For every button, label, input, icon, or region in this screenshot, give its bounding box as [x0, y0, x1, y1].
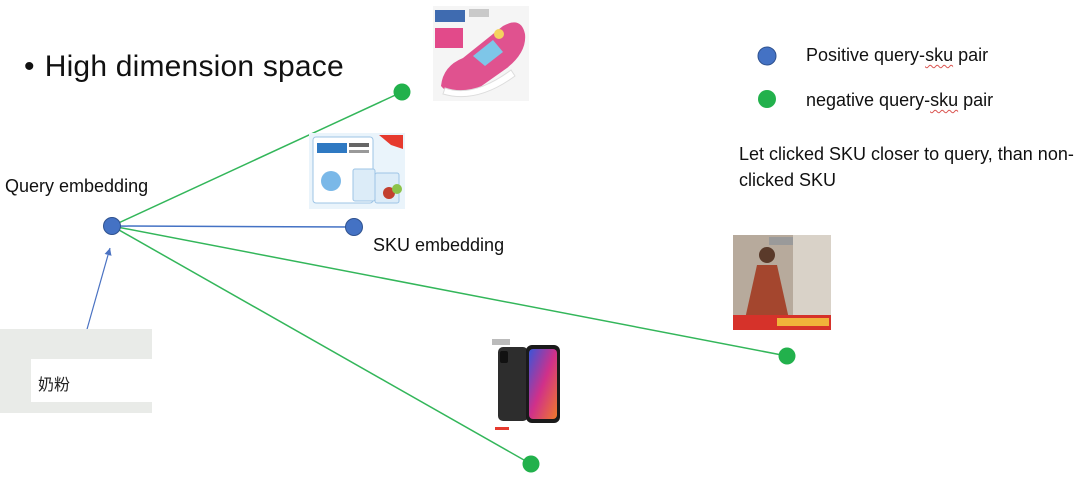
legend-positive-sku: sku [925, 45, 954, 65]
slide-title: • High dimension space [24, 50, 344, 84]
shoe-icon [433, 6, 529, 101]
legend-negative-suffix: pair [958, 90, 994, 110]
milk-powder-thumbnail [309, 133, 405, 209]
title-text: High dimension space [44, 50, 344, 83]
shoe-thumbnail [433, 6, 529, 101]
title-bullet: • [24, 50, 35, 83]
edge-query-to-sku [111, 225, 355, 228]
legend-positive-dot [757, 46, 777, 66]
shoe-negative-dot [393, 83, 411, 101]
coat-icon [733, 235, 831, 330]
legend-negative-prefix: negative query- [806, 90, 931, 110]
query-input-box [31, 359, 152, 402]
milk-can-icon [309, 133, 405, 209]
edge-query-to-shoe [111, 91, 403, 227]
sku-embedding-dot [345, 218, 363, 236]
phone-icon [486, 337, 566, 431]
coat-thumbnail [733, 235, 831, 330]
legend-negative-label: negative query-sku pair [806, 90, 993, 111]
legend-negative-sku: sku [930, 90, 959, 110]
phone-negative-dot [522, 455, 540, 473]
legend-negative-dot [758, 90, 776, 108]
edge-query-to-coat [111, 225, 788, 357]
legend-positive-suffix: pair [953, 45, 989, 65]
coat-negative-dot [778, 347, 796, 365]
query-input-text: 奶粉 [38, 375, 71, 394]
edge-query-to-phone [111, 225, 532, 465]
legend-positive-prefix: Positive query- [806, 45, 926, 65]
query-embedding-dot [103, 217, 121, 235]
legend-positive-label: Positive query-sku pair [806, 45, 988, 66]
explanation-note: Let clicked SKU closer to query, than no… [739, 144, 1074, 190]
query-embedding-label: Query embedding [5, 176, 149, 196]
sku-embedding-label: SKU embedding [373, 235, 505, 255]
phone-thumbnail [486, 337, 566, 431]
